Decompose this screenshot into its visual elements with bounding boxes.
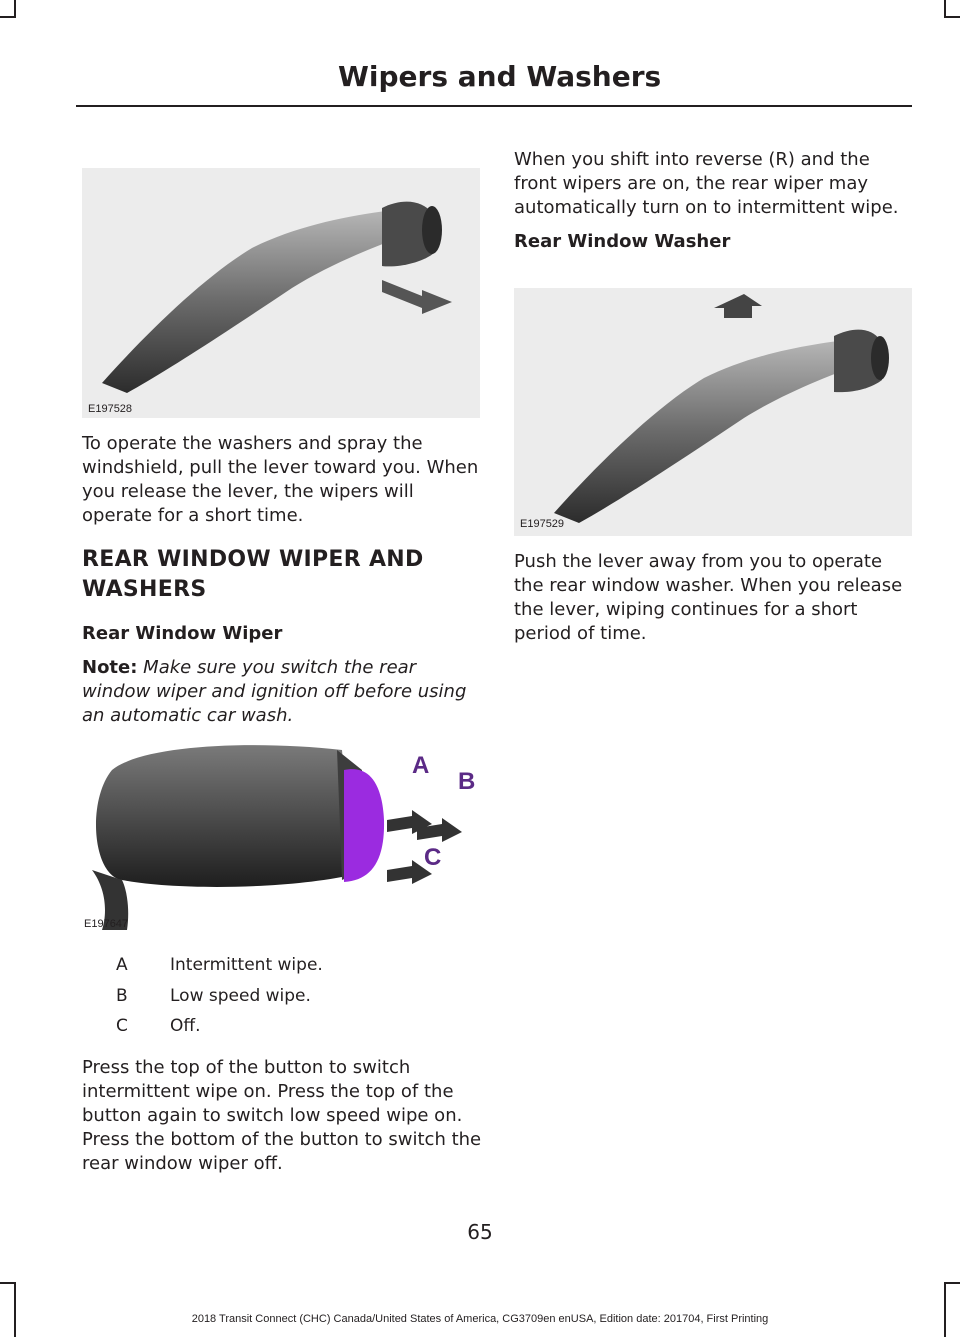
note: Note: Make sure you switch the rear wind… bbox=[82, 656, 482, 728]
subheading: Rear Window Washer bbox=[514, 231, 731, 252]
paragraph: Push the lever away from you to operate … bbox=[514, 551, 903, 644]
section-heading-line: REAR WINDOW WIPER AND bbox=[82, 547, 424, 572]
figure-code: E197529 bbox=[520, 518, 565, 530]
section-heading: REAR WINDOW WIPER AND WASHERS bbox=[82, 545, 424, 605]
legend-value: Off. bbox=[170, 1016, 201, 1036]
page-number: 65 bbox=[467, 1220, 493, 1244]
crop-mark bbox=[0, 1282, 16, 1284]
paragraph: To operate the washers and spray the win… bbox=[82, 433, 479, 526]
crop-mark bbox=[944, 1282, 946, 1337]
subheading: Rear Window Wiper bbox=[82, 623, 283, 644]
callout-a: A bbox=[412, 752, 430, 779]
crop-mark bbox=[944, 0, 946, 18]
note-label: Note: bbox=[82, 657, 138, 678]
page-title: Wipers and Washers bbox=[338, 60, 662, 93]
crop-mark bbox=[0, 16, 16, 18]
legend-key: A bbox=[116, 955, 128, 975]
figure-code: E197647 bbox=[84, 918, 129, 930]
callout-b: B bbox=[458, 768, 476, 795]
paragraph: When you shift into reverse (R) and the … bbox=[514, 149, 899, 218]
legend-value: Intermittent wipe. bbox=[170, 955, 323, 975]
section-heading-line: WASHERS bbox=[82, 577, 207, 602]
rear-wiper-button-figure: A B C E197647 bbox=[82, 740, 480, 935]
header-rule bbox=[76, 105, 912, 107]
legend-value: Low speed wipe. bbox=[170, 986, 311, 1006]
rear-wiper-button-illustration bbox=[92, 745, 462, 930]
callout-c: C bbox=[424, 844, 442, 871]
crop-mark bbox=[14, 1282, 16, 1337]
wiper-lever-illustration bbox=[514, 288, 912, 536]
crop-mark bbox=[14, 0, 16, 18]
figure-code: E197528 bbox=[88, 403, 133, 415]
lever-push-figure: E197529 bbox=[514, 288, 912, 536]
crop-mark bbox=[944, 16, 960, 18]
crop-mark bbox=[944, 1282, 960, 1284]
legend-key: B bbox=[116, 986, 128, 1006]
footer: 2018 Transit Connect (CHC) Canada/United… bbox=[191, 1313, 769, 1325]
wiper-lever-illustration bbox=[82, 168, 480, 418]
legend-key: C bbox=[116, 1016, 128, 1036]
lever-pull-figure: E197528 bbox=[82, 168, 480, 418]
note-text: Make sure you switch the rear window wip… bbox=[82, 657, 467, 726]
paragraph: Press the top of the button to switch in… bbox=[82, 1057, 482, 1174]
